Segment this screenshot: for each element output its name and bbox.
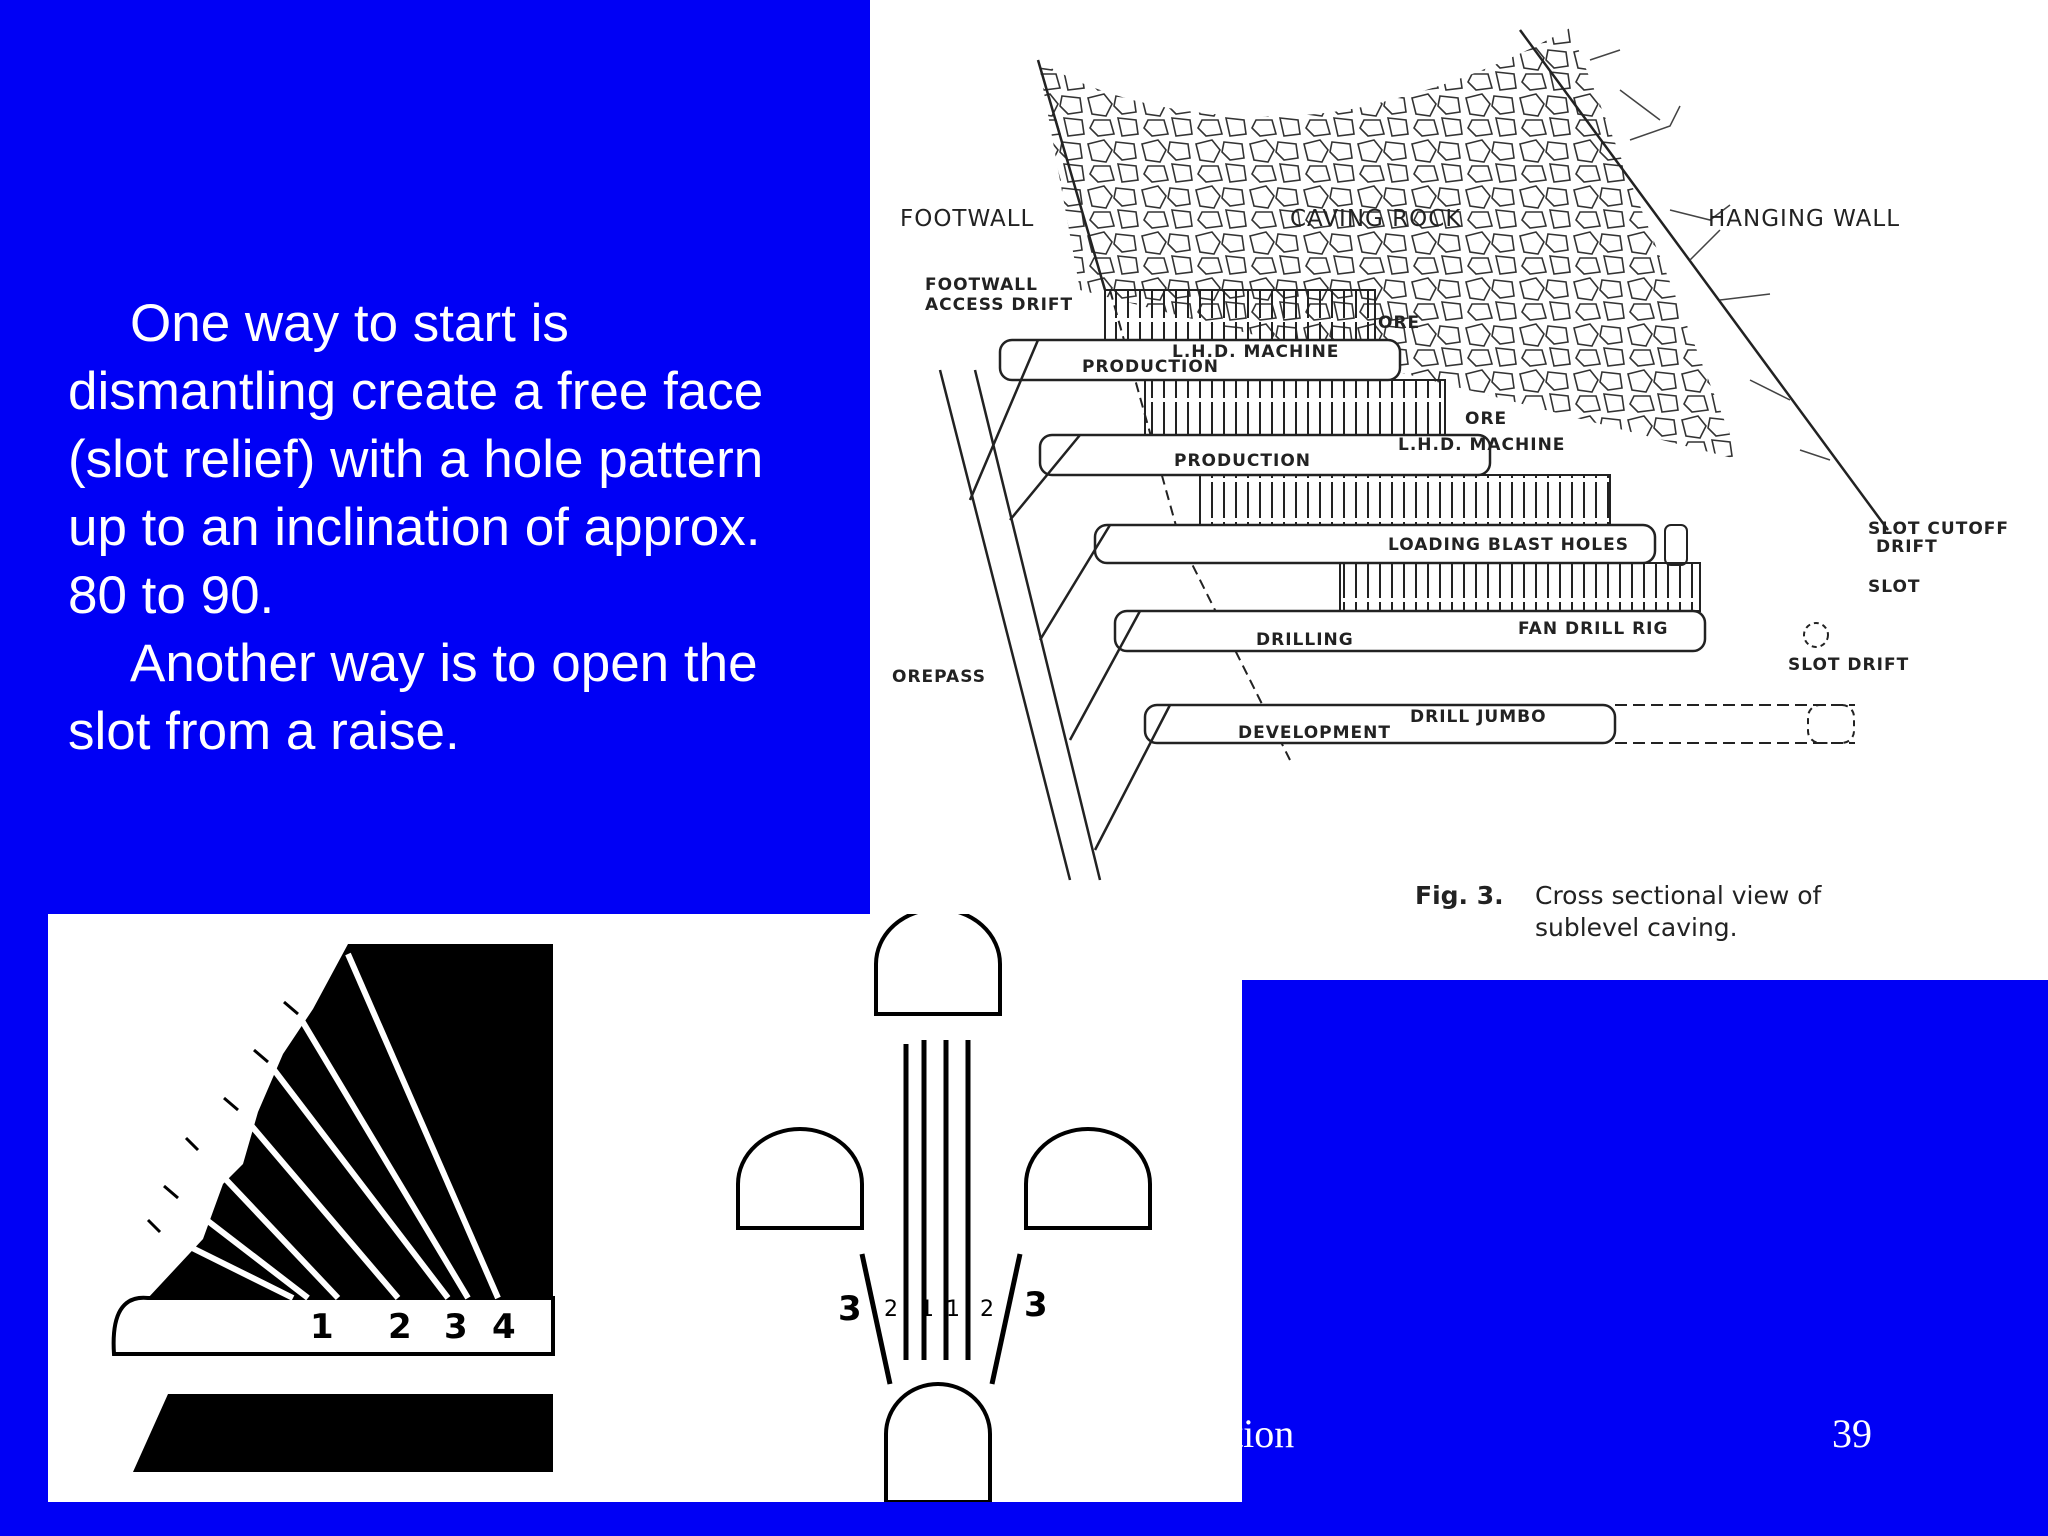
hole-patterns-figure: 1 2 3 4 3 2 1 1 2 3 — [48, 914, 1242, 1502]
label-footwall-access-2: ACCESS DRIFT — [925, 295, 1073, 315]
hanging-wall-cracks — [1589, 49, 1831, 461]
raise-drill-holes — [859, 1040, 1023, 1385]
raise-number-2-right: 2 — [980, 1297, 994, 1322]
label-fan-drill-rig: FAN DRILL RIG — [1518, 619, 1668, 639]
label-drill-jumbo: DRILL JUMBO — [1410, 707, 1547, 727]
label-drilling: DRILLING — [1256, 630, 1354, 650]
label-lhd-1: L.H.D. MACHINE — [1172, 342, 1339, 362]
raise-number-2-left: 2 — [884, 1297, 898, 1322]
label-development: DEVELOPMENT — [1238, 723, 1391, 743]
sublevel-2-holes — [1144, 379, 1446, 436]
raise-number-3-right: 3 — [1024, 1285, 1048, 1325]
label-production-1: PRODUCTION — [1082, 357, 1219, 377]
page-number: 39 — [1832, 1411, 1872, 1456]
sublevel-1-holes — [1104, 289, 1376, 341]
label-footwall-access-1: FOOTWALL — [925, 275, 1038, 295]
drift-top — [874, 914, 1002, 1016]
slot-cutoff-drift-shape — [1664, 524, 1688, 566]
caving-rock-mass — [1038, 28, 1740, 460]
caption-line-1: Cross sectional view of — [1535, 881, 1823, 910]
body-paragraph-1: One way to start is dismantling create a… — [68, 294, 764, 625]
future-drift-dashed — [1615, 704, 1855, 744]
body-paragraph-2: Another way is to open the slot from a r… — [68, 634, 758, 761]
raise-hole-pattern — [736, 914, 1152, 1502]
footwall-line — [1036, 59, 1107, 291]
label-ore-2: ORE — [1465, 409, 1507, 429]
label-production-2: PRODUCTION — [1174, 451, 1311, 471]
future-drift-end — [1807, 704, 1855, 744]
label-loading-blast-holes: LOADING BLAST HOLES — [1388, 535, 1629, 555]
label-slot-drift: SLOT DRIFT — [1788, 655, 1909, 675]
label-slot: SLOT — [1868, 577, 1921, 597]
fan-number-4: 4 — [492, 1307, 516, 1347]
drift-left — [736, 1127, 864, 1230]
caption-line-2: sublevel caving. — [1535, 913, 1738, 942]
raise-outline — [1803, 622, 1829, 648]
drift-right — [1024, 1127, 1152, 1230]
slide-body-text: One way to start is dismantling create a… — [68, 290, 828, 766]
orepass — [938, 369, 1102, 881]
slot-holes — [1339, 562, 1701, 612]
caption-prefix: Fig. 3. — [1415, 881, 1504, 910]
development-drift — [1143, 703, 1617, 745]
fan-number-1: 1 — [310, 1307, 334, 1347]
fan-hole-pattern: 1 2 3 4 — [111, 944, 555, 1472]
label-hanging-wall: HANGING WALL — [1708, 206, 1900, 232]
label-footwall: FOOTWALL — [900, 206, 1034, 232]
hole-pattern-sketches: 1 2 3 4 3 2 1 1 2 3 — [111, 914, 1152, 1502]
raise-number-1-right: 1 — [946, 1297, 960, 1322]
cross-section-figure: FOOTWALL CAVING ROCK HANGING WALL FOOTWA… — [870, 0, 2048, 980]
fan-number-3: 3 — [444, 1307, 468, 1347]
label-ore-1: ORE — [1378, 313, 1420, 333]
raise-number-3-left: 3 — [838, 1289, 862, 1329]
access-ramps — [968, 339, 1172, 851]
fan-number-2: 2 — [388, 1307, 412, 1347]
drift-bottom-raise — [884, 1382, 992, 1502]
raise-number-1-left: 1 — [920, 1297, 934, 1322]
sublevel-caving-diagram: FOOTWALL CAVING ROCK HANGING WALL FOOTWA… — [892, 28, 2009, 942]
label-slot-cutoff-2: DRIFT — [1876, 537, 1938, 557]
hanging-wall-line — [1518, 29, 1890, 531]
sublevel-3-holes — [1199, 474, 1611, 526]
label-slot-cutoff-1: SLOT CUTOFF — [1868, 519, 2009, 539]
label-lhd-2: L.H.D. MACHINE — [1398, 435, 1565, 455]
label-orepass: OREPASS — [892, 667, 986, 687]
drilling-drift — [1113, 609, 1707, 653]
label-caving-rock: CAVING ROCK — [1290, 206, 1461, 232]
footer-text: tion — [1232, 1411, 1295, 1456]
